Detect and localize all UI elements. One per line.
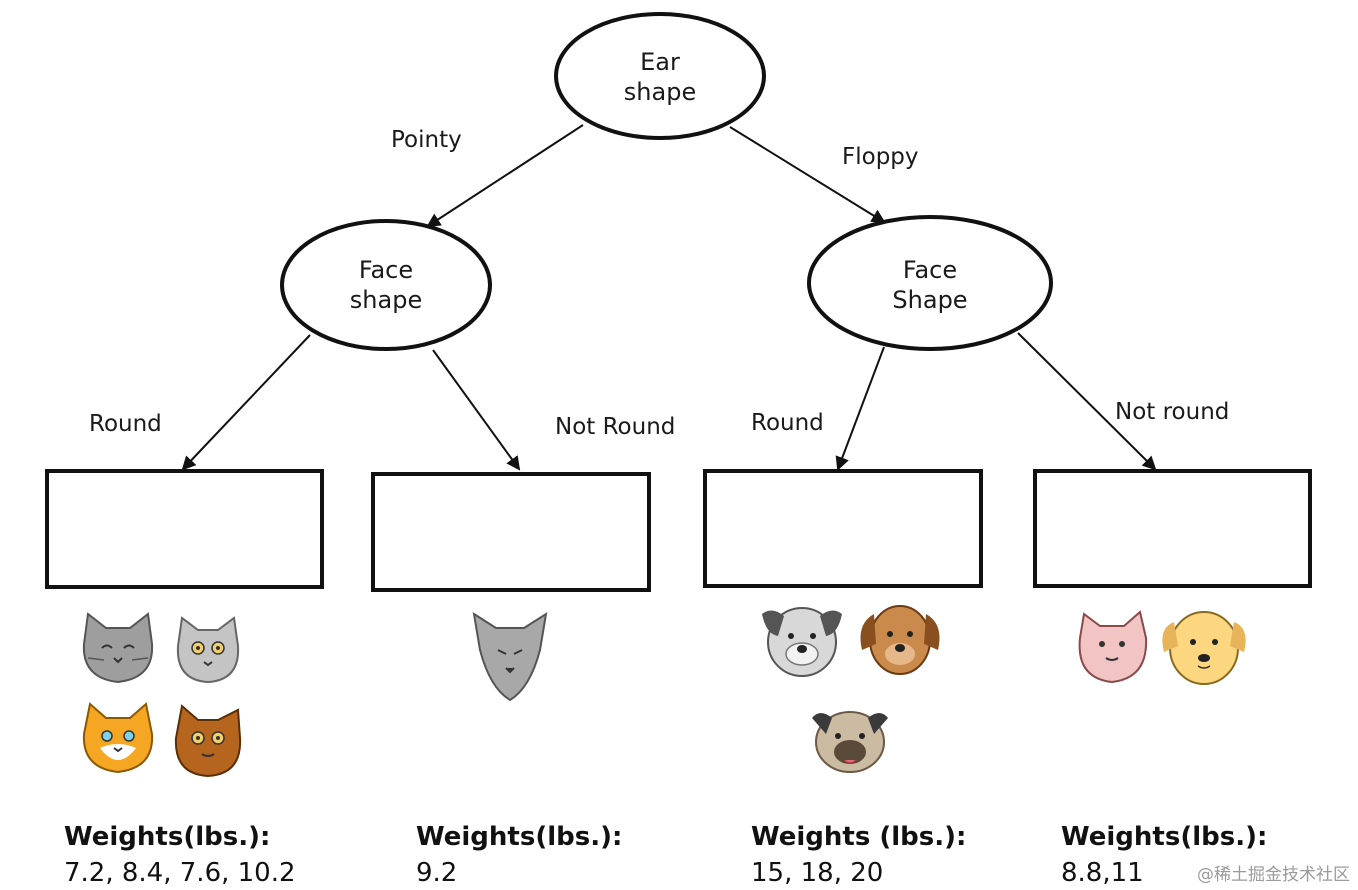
node-root: Ear shape [554,12,766,140]
dog-icon [762,607,842,677]
node-root-label-line2: shape [624,78,696,106]
node-right-ellipse [807,215,1053,351]
edge-left-round [181,334,311,471]
leaf-4-weights-title: Weights(lbs.): [1061,822,1267,852]
leaf-box-1 [45,469,324,589]
node-left-label-line2: shape [350,286,422,314]
node-left-ellipse [280,219,492,351]
leaf-2-weights-title: Weights(lbs.): [416,822,622,852]
dog-icon [812,711,888,773]
edge-label-right-round: Round [751,410,824,436]
leaf-3-weights-title: Weights (lbs.): [751,822,966,852]
leaf-3-weights-values: 15, 18, 20 [751,858,883,888]
node-root-ellipse [554,12,766,140]
edge-label-floppy: Floppy [842,144,919,170]
leaf-weights: Weights(lbs.): 7.2, 8.4, 7.6, 10.2 Weigh… [64,822,1267,888]
leaf-1-weights-title: Weights(lbs.): [64,822,270,852]
node-right-label-line2: Shape [892,286,967,314]
node-left: Face shape [280,219,492,351]
cat-icon [82,702,154,774]
leaf-2-weights-values: 9.2 [416,858,457,888]
leaf-box-2 [371,472,651,592]
cat-icon [174,704,242,778]
edge-right-round [835,346,885,471]
node-root-label-line1: Ear [640,48,680,76]
edge-label-left-not-round: Not Round [555,414,675,440]
cat-icon [472,611,548,702]
node-right-label-line1: Face [903,256,957,284]
edge-label-pointy: Pointy [391,127,462,153]
watermark: @稀土掘金技术社区 [1197,865,1350,885]
edge-labels: Pointy Floppy Round Not Round Round Not … [89,127,1229,440]
animal-icons [82,605,1246,778]
leaf-box-3 [703,469,983,588]
dog-icon [860,605,940,675]
leaf-4-weights-values: 8.8,11 [1061,858,1144,888]
edge-floppy [729,126,886,224]
leaf-boxes [45,469,1312,592]
tree-edges [181,124,1157,471]
leaf-box-4 [1033,469,1312,588]
leaf-1-weights-values: 7.2, 8.4, 7.6, 10.2 [64,858,296,888]
edge-label-right-not-round: Not round [1115,399,1229,425]
edge-pointy [426,124,584,228]
edge-right-not-round [1017,332,1157,471]
cat-icon [82,612,154,684]
cat-icon [1078,610,1148,684]
cat-icon [176,616,240,684]
edge-label-left-round: Round [89,411,162,437]
edge-left-not-round [432,349,521,471]
node-right: Face Shape [807,215,1053,351]
node-left-label-line1: Face [359,256,413,284]
dog-icon [1162,611,1246,685]
